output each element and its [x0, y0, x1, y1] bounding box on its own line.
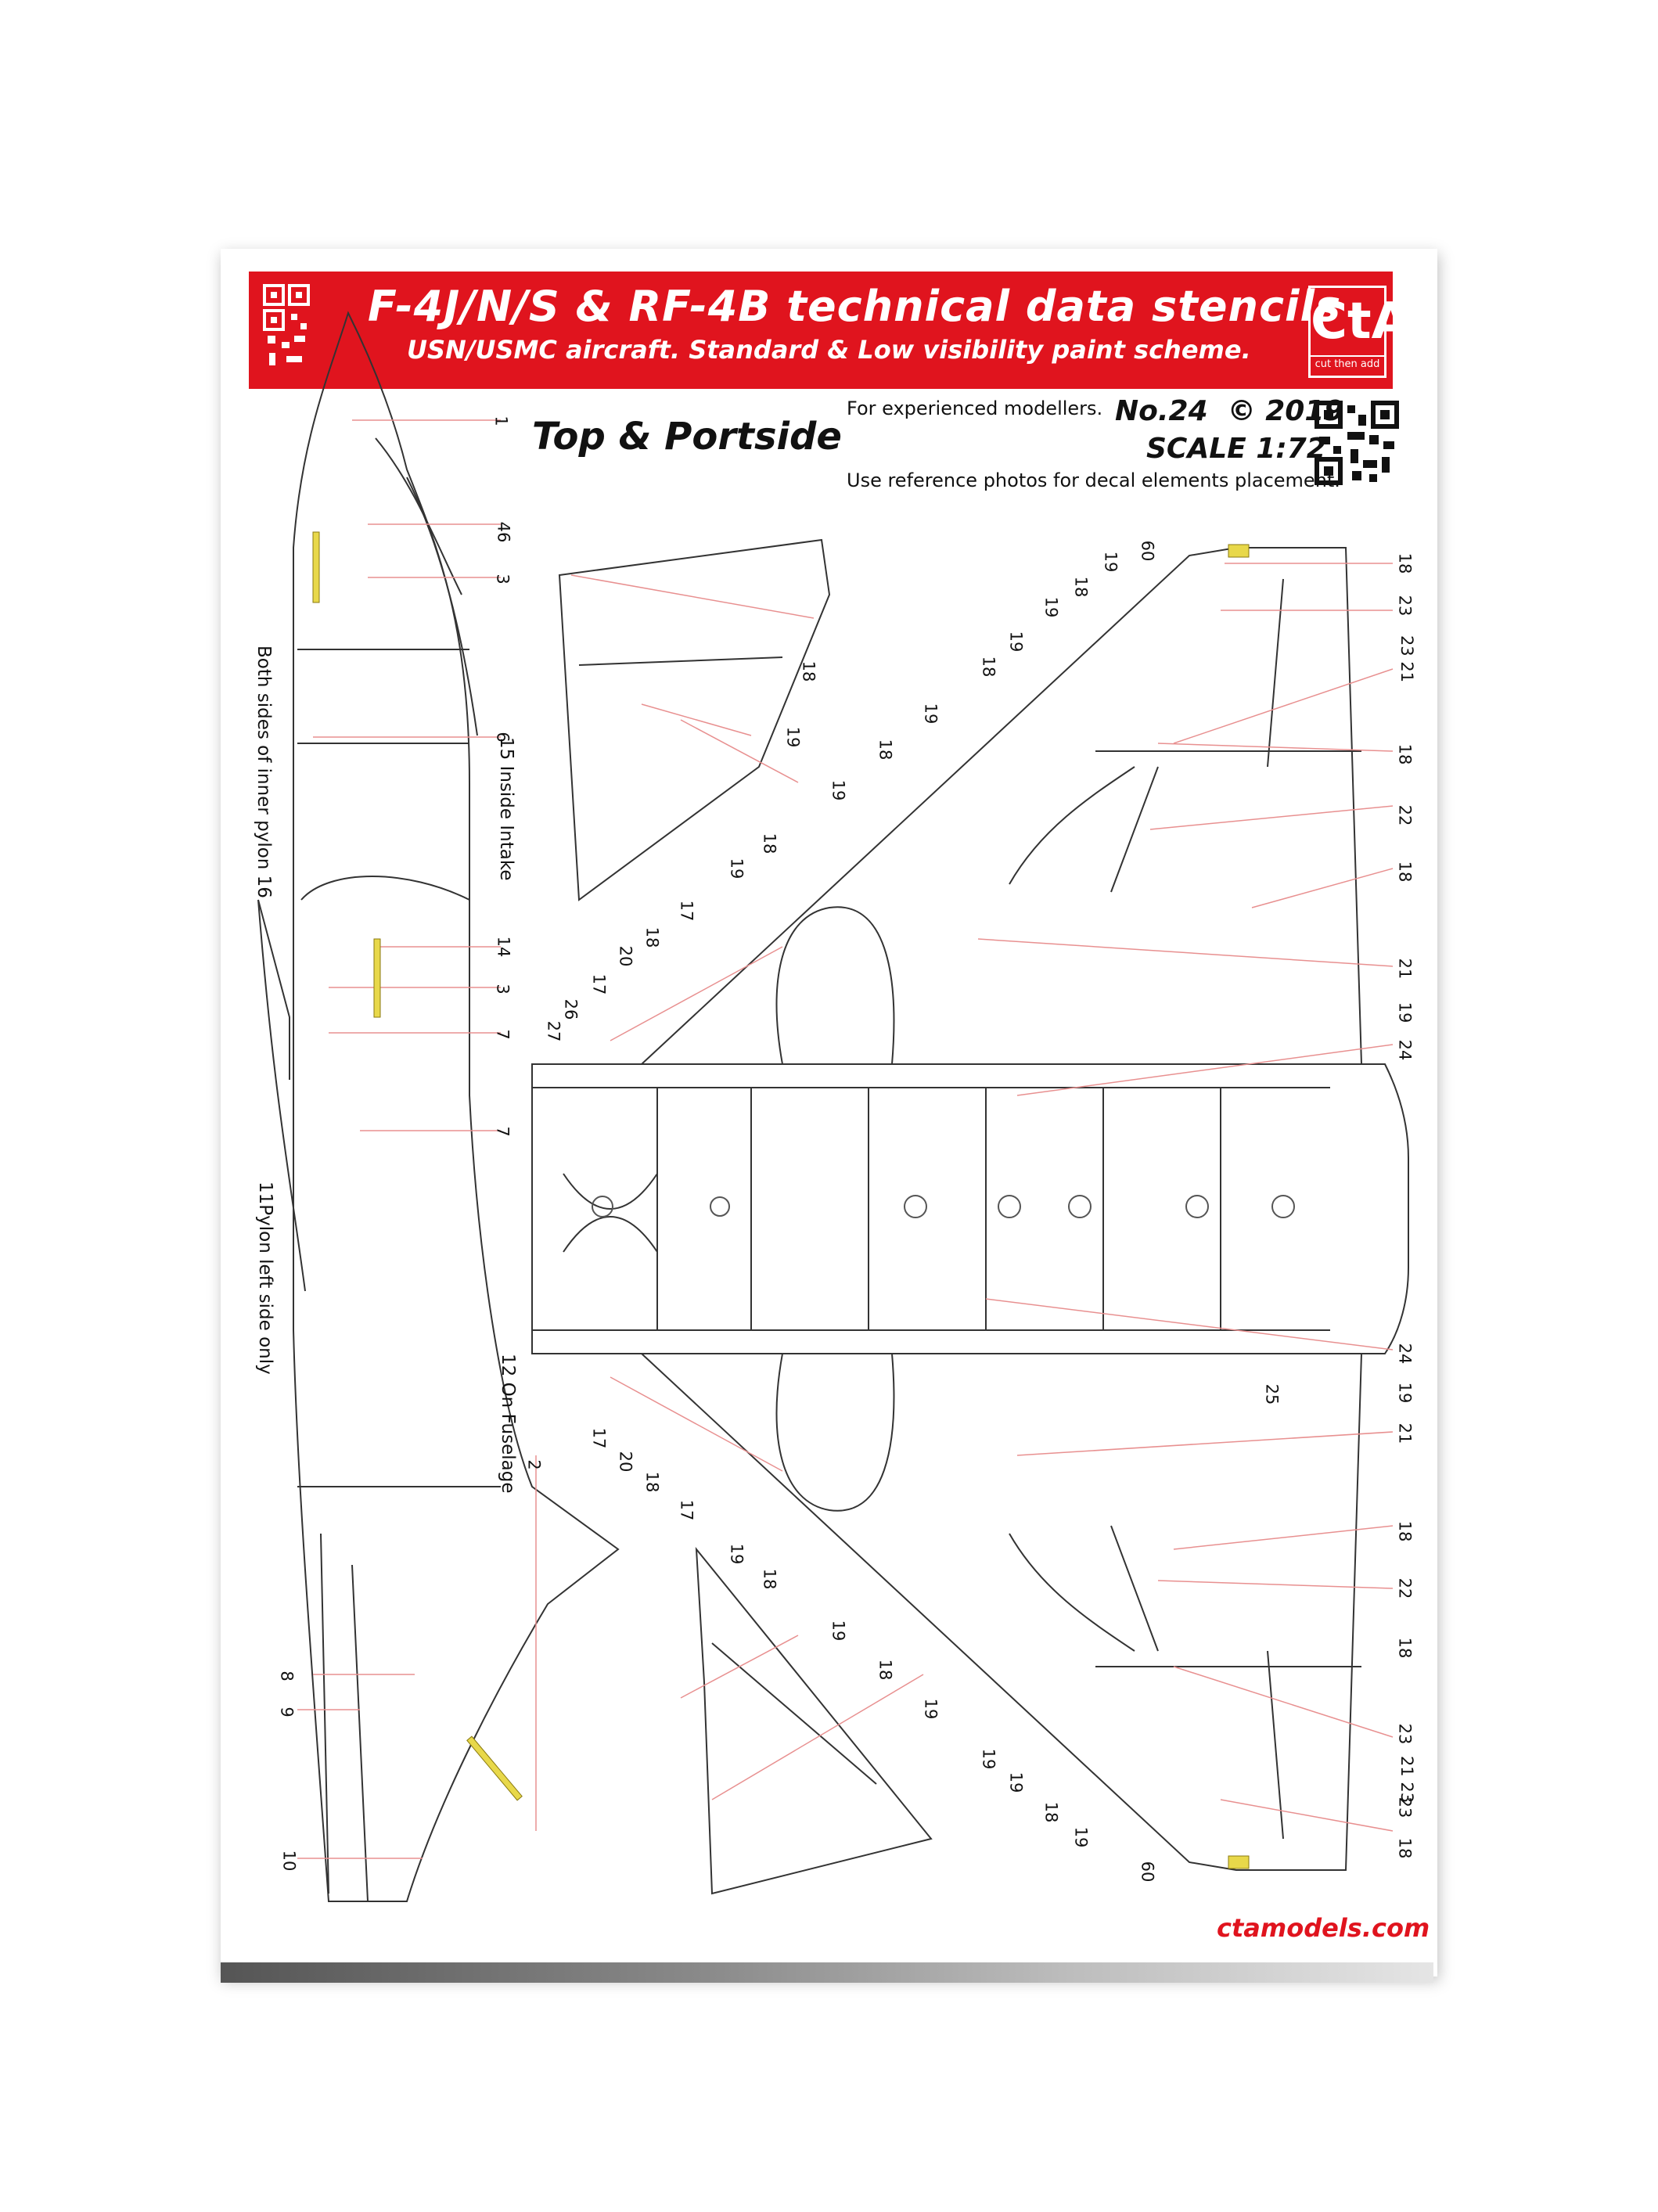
right-callout: 23 — [1395, 1797, 1415, 1818]
right-callout: 18 — [1395, 552, 1415, 574]
callout-7-a: 7 — [493, 1029, 513, 1040]
right-callout: 18 — [1395, 1520, 1415, 1542]
right-callout: 18 — [1395, 1837, 1415, 1859]
wing-callout: 19 — [1006, 631, 1026, 653]
qr-code-icon — [263, 284, 310, 365]
right-callout: 23 — [1395, 1723, 1415, 1745]
wing-callout: 19 — [727, 1543, 746, 1565]
wing-callout: 17 — [677, 1499, 696, 1521]
wing-callout: 20 — [616, 1451, 635, 1473]
sheet-shadow — [221, 1962, 1433, 1983]
right-callout: 23 — [1395, 595, 1415, 617]
wing-callout: 19 — [979, 1748, 998, 1770]
wing-callout: 17 — [677, 900, 696, 922]
right-callout: 24 — [1395, 1343, 1415, 1365]
wing-callout: 26 — [561, 998, 581, 1020]
right-callout: 18 — [1395, 743, 1415, 765]
wing-callout: 19 — [727, 858, 746, 879]
wing-callout: 18 — [642, 1471, 662, 1493]
wing-callout: 17 — [589, 973, 609, 995]
right-callout: 24 — [1395, 1039, 1415, 1061]
wing-callout: 19 — [921, 703, 940, 725]
callout-3-mid: 3 — [493, 984, 513, 995]
logo-sub-text: cut then add — [1311, 355, 1384, 372]
wing-callout: 18 — [760, 833, 779, 854]
right-callout: 21 — [1395, 958, 1415, 980]
callout-9: 9 — [277, 1707, 297, 1717]
callout-2: 2 — [524, 1459, 544, 1470]
wing-callout: 60 — [1138, 1861, 1157, 1883]
wing-callout: 18 — [1071, 576, 1091, 598]
callout-14: 14 — [494, 936, 513, 958]
wing-callout: 18 — [760, 1568, 779, 1590]
scale-label: SCALE 1:72 — [1146, 433, 1326, 465]
wing-callout: 18 — [979, 656, 998, 678]
title-banner — [249, 272, 1393, 389]
callout-3-top: 3 — [493, 574, 513, 584]
right-callout: 18 — [1395, 861, 1415, 883]
right-callout: 19 — [1395, 1382, 1415, 1404]
wing-callout: 20 — [616, 945, 635, 967]
wing-callout: 27 — [544, 1020, 563, 1042]
qr-code-right-icon — [1315, 401, 1399, 485]
reference-note: Use reference photos for decal elements … — [847, 469, 1340, 491]
note-on-fuselage: 12 On Fuselage — [498, 1354, 518, 1494]
right-callout: 19 — [1395, 1002, 1415, 1023]
note-pylon-left: 11Pylon left side only — [255, 1182, 275, 1375]
wing-callout: 25 — [1262, 1383, 1282, 1405]
stab-callout: 19 — [783, 726, 803, 748]
wing-callout: 19 — [829, 779, 848, 801]
wing-callout: 19 — [1041, 596, 1061, 618]
right-callout: 22 — [1395, 804, 1415, 826]
wing-callout: 19 — [1071, 1826, 1091, 1848]
callout-1: 1 — [491, 415, 511, 426]
stab-callout: 18 — [799, 660, 818, 682]
callout-8: 8 — [277, 1671, 297, 1681]
note-inner-pylon: Both sides of inner pylon 16 — [254, 646, 274, 898]
website-link[interactable]: ctamodels.com — [1217, 1913, 1430, 1943]
wing-callout: 18 — [1041, 1801, 1061, 1823]
right-callout: 22 — [1395, 1577, 1415, 1599]
wing-callout: 18 — [642, 926, 662, 948]
right-callout: 21 — [1395, 1423, 1415, 1444]
experience-note: For experienced modellers. — [847, 397, 1103, 419]
callout-7-b: 7 — [493, 1126, 513, 1137]
callout-46: 46 — [494, 521, 513, 543]
right-callout: 18 — [1395, 1637, 1415, 1659]
sheet-subtitle: USN/USMC aircraft. Standard & Low visibi… — [407, 335, 1251, 365]
wing-callout: 18 — [876, 739, 895, 761]
wing-callout: 60 — [1138, 540, 1157, 562]
wing-callout: 17 — [589, 1427, 609, 1449]
sheet-title: F-4J/N/S & RF-4B technical data stencils — [368, 282, 1342, 331]
wing-callout: 19 — [1006, 1771, 1026, 1793]
wing-callout: 19 — [1101, 551, 1120, 573]
kit-number-value: No.24 — [1115, 395, 1208, 427]
wing-callout: 19 — [829, 1620, 848, 1642]
callout-10: 10 — [279, 1850, 299, 1872]
right-callout: 21 23 — [1397, 1755, 1417, 1804]
wing-callout: 18 — [876, 1659, 895, 1681]
decal-sheet — [221, 249, 1437, 1976]
wing-callout: 19 — [921, 1698, 940, 1720]
callout-6: 6 — [493, 732, 513, 743]
section-title: Top & Portside — [532, 415, 842, 459]
note-inside-intake: 15 Inside Intake — [496, 737, 516, 881]
right-callout: 23 21 — [1397, 635, 1417, 683]
